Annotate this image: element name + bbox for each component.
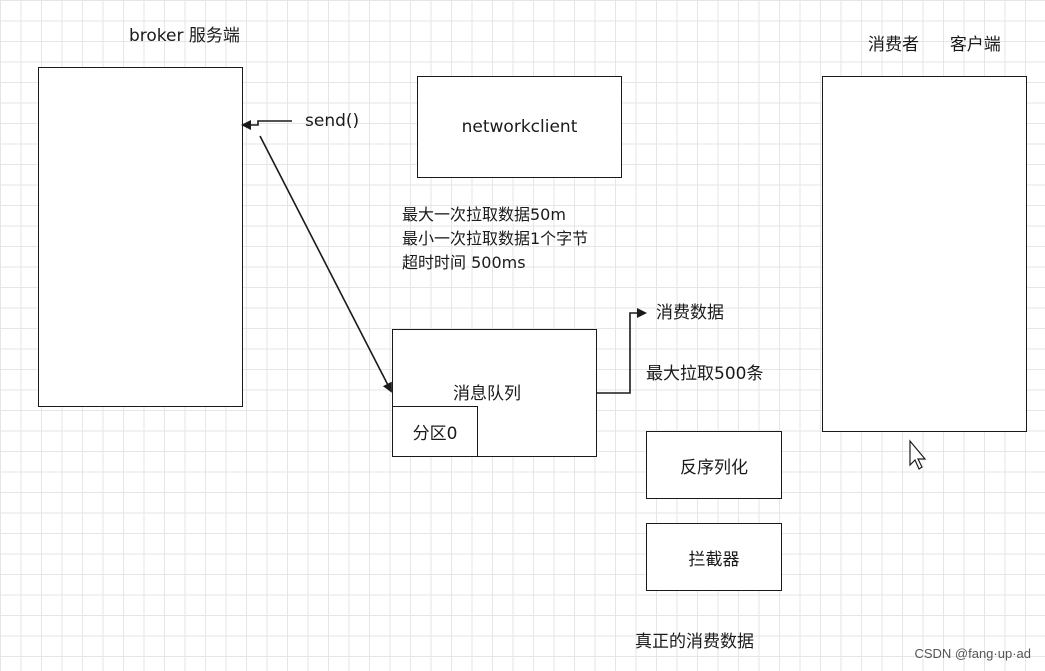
interceptor-box: 拦截器 xyxy=(646,523,782,591)
timeout-note: 超时时间 500ms xyxy=(402,253,526,272)
send-label: send() xyxy=(305,111,360,131)
consumer-title-part1: 消费者 xyxy=(868,35,919,55)
message-queue-label: 消息队列 xyxy=(453,384,521,404)
deserialize-label: 反序列化 xyxy=(680,457,748,478)
broker-to-queue-arrow xyxy=(259,135,392,393)
min-fetch-note: 最小一次拉取数据1个字节 xyxy=(402,229,589,248)
csdn-watermark: CSDN @fang·up·ad xyxy=(914,646,1031,661)
real-consume-data-label: 真正的消费数据 xyxy=(635,632,754,652)
consumer-title-part2: 客户端 xyxy=(949,35,1001,55)
fetch-config-notes: 最大一次拉取数据50m 最小一次拉取数据1个字节 超时时间 500ms xyxy=(402,203,588,275)
consumer-box xyxy=(822,76,1027,432)
queue-to-consume-arrow xyxy=(597,308,647,394)
consumer-title: 消费者 客户端 xyxy=(868,35,1001,55)
broker-title: broker 服务端 xyxy=(129,26,240,46)
consume-data-label: 消费数据 xyxy=(656,303,724,323)
networkclient-label: networkclient xyxy=(461,117,578,137)
max-poll-label: 最大拉取500条 xyxy=(646,364,764,384)
cursor-icon xyxy=(909,439,927,470)
partition-label: 分区0 xyxy=(412,424,458,444)
deserialize-box: 反序列化 xyxy=(646,431,782,499)
interceptor-label: 拦截器 xyxy=(688,549,740,570)
partition-box: 分区0 xyxy=(392,406,478,457)
send-arrow xyxy=(241,120,292,130)
broker-box xyxy=(38,67,243,407)
max-fetch-note: 最大一次拉取数据50m xyxy=(402,205,566,224)
networkclient-box: networkclient xyxy=(417,76,622,178)
